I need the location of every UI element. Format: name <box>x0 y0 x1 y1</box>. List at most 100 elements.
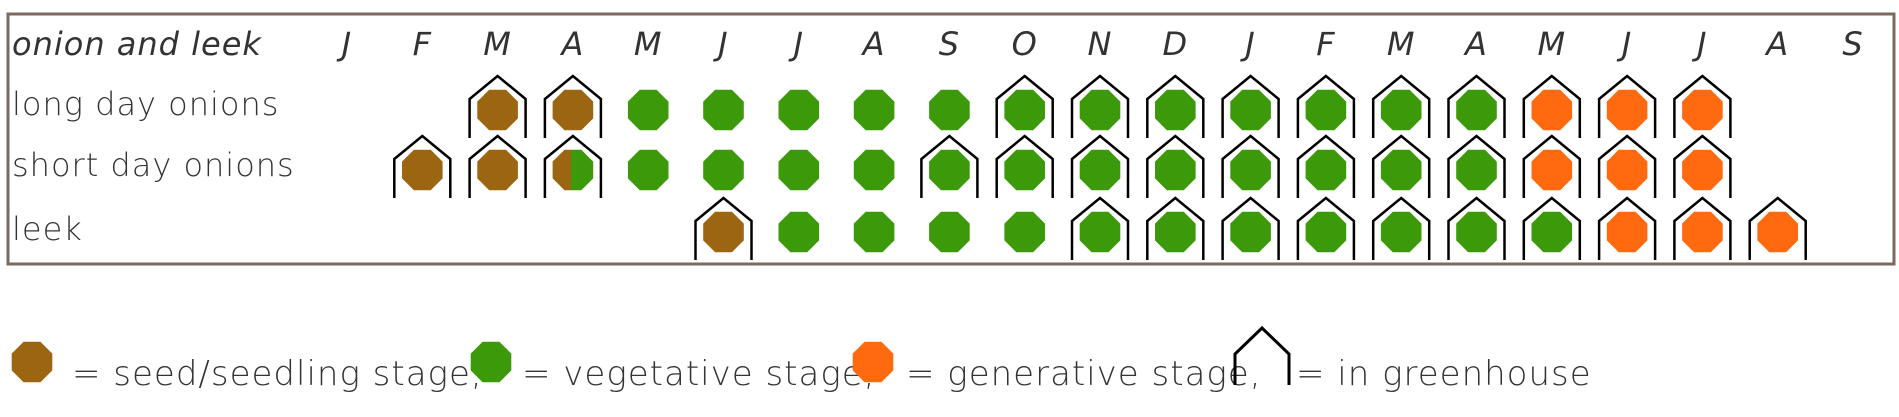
vegetative-stage-marker <box>1004 89 1045 131</box>
vegetative-stage-marker <box>703 149 744 191</box>
generative-stage-marker <box>1531 149 1573 191</box>
vegetative-stage-marker <box>1230 211 1271 253</box>
stage-cell <box>393 134 452 198</box>
stage-cell <box>468 74 527 138</box>
stage-cell <box>1004 211 1045 253</box>
stage-cell <box>1221 134 1280 198</box>
legend-greenhouse-label: = in greenhouse <box>1296 354 1592 394</box>
greenhouse-outline <box>1070 196 1130 260</box>
stage-cell <box>1296 196 1356 260</box>
stage-cell <box>1447 196 1506 260</box>
vegetative-stage-marker <box>1155 149 1196 191</box>
stage-cell <box>1522 196 1582 260</box>
stage-cell <box>778 89 820 131</box>
stage-cell <box>1070 134 1130 198</box>
seed-stage-marker <box>477 149 518 191</box>
greenhouse-outline <box>1070 134 1130 198</box>
stage-cell <box>1371 134 1431 198</box>
calendar-title: onion and leek <box>12 25 262 63</box>
greenhouse-outline <box>468 134 527 198</box>
month-label: M <box>1537 25 1566 63</box>
greenhouse-outline <box>1371 74 1431 138</box>
legend: = seed/seedling stage, = vegetative stag… <box>11 325 1592 394</box>
vegetative-stage-marker <box>1079 211 1121 253</box>
vegetative-stage-marker <box>1079 149 1121 191</box>
stage-cell <box>1522 74 1582 138</box>
stage-cell <box>1748 196 1807 260</box>
month-label: A <box>559 25 584 63</box>
greenhouse-outline <box>1296 134 1356 198</box>
legend-vegetative-label: = vegetative stage, <box>522 354 875 394</box>
stage-cell <box>1221 196 1280 260</box>
month-label: J <box>1691 25 1707 63</box>
vegetative-stage-marker <box>1155 211 1196 253</box>
stage-cell <box>995 134 1054 198</box>
stage-cell <box>1146 74 1205 138</box>
vegetative-stage-marker <box>1380 89 1422 131</box>
greenhouse-outline <box>995 74 1054 138</box>
stage-cell <box>1070 196 1130 260</box>
stage-cell <box>627 89 669 131</box>
seed-stage-marker <box>402 149 443 191</box>
stage-cell <box>1597 196 1657 260</box>
vegetative-stage-marker <box>778 211 820 253</box>
stage-cell <box>1371 196 1431 260</box>
greenhouse-outline <box>1673 134 1732 198</box>
greenhouse-outline <box>1597 74 1657 138</box>
stage-cell <box>853 149 895 191</box>
generative-stage-marker <box>1606 211 1648 253</box>
month-label: A <box>861 25 886 63</box>
generative-stage-marker <box>1682 211 1723 253</box>
greenhouse-outline <box>1447 134 1506 198</box>
greenhouse-outline <box>1296 74 1356 138</box>
month-label: A <box>1764 25 1789 63</box>
vegetative-stage-marker <box>627 89 669 131</box>
vegetative-stage-marker <box>929 211 970 253</box>
vegetative-stage-marker <box>703 89 744 131</box>
stage-cell <box>468 134 527 198</box>
vegetative-stage-marker <box>929 149 970 191</box>
stage-cell <box>703 149 744 191</box>
stage-cell <box>1070 74 1130 138</box>
generative-stage-marker <box>1606 89 1648 131</box>
legend-generative-marker <box>852 341 894 383</box>
month-label: D <box>1162 25 1188 63</box>
month-label: M <box>634 25 663 63</box>
seed-to-vegetative-marker <box>552 149 594 191</box>
greenhouse-outline <box>995 134 1054 198</box>
vegetative-stage-marker <box>1079 89 1121 131</box>
greenhouse-outline <box>1146 74 1205 138</box>
stage-cells <box>393 74 1807 260</box>
greenhouse-outline <box>920 134 979 198</box>
vegetative-stage-marker <box>627 149 669 191</box>
greenhouse-outline <box>1447 196 1506 260</box>
vegetative-stage-marker <box>929 89 970 131</box>
stage-cell <box>778 149 820 191</box>
month-label: M <box>483 25 512 63</box>
stage-cell <box>543 74 603 138</box>
greenhouse-outline <box>1221 74 1280 138</box>
stage-cell <box>1673 134 1732 198</box>
row-label-leek: leek <box>12 210 83 248</box>
greenhouse-outline <box>1522 134 1582 198</box>
greenhouse-outline <box>1748 196 1807 260</box>
vegetative-stage-marker <box>1456 89 1497 131</box>
greenhouse-outline <box>1296 196 1356 260</box>
stage-cell <box>1447 74 1506 138</box>
stage-cell <box>1296 134 1356 198</box>
stage-cell <box>853 89 895 131</box>
greenhouse-outline <box>1146 134 1205 198</box>
seed-stage-marker <box>477 89 518 131</box>
stage-cell <box>853 211 895 253</box>
greenhouse-outline <box>694 196 753 260</box>
greenhouse-outline <box>1371 196 1431 260</box>
vegetative-stage-marker <box>853 149 895 191</box>
greenhouse-outline <box>1522 74 1582 138</box>
stage-cell <box>703 89 744 131</box>
stage-cell <box>1447 134 1506 198</box>
generative-stage-marker <box>1757 211 1798 253</box>
greenhouse-outline <box>1673 74 1732 138</box>
legend-greenhouse-icon <box>1233 325 1291 385</box>
